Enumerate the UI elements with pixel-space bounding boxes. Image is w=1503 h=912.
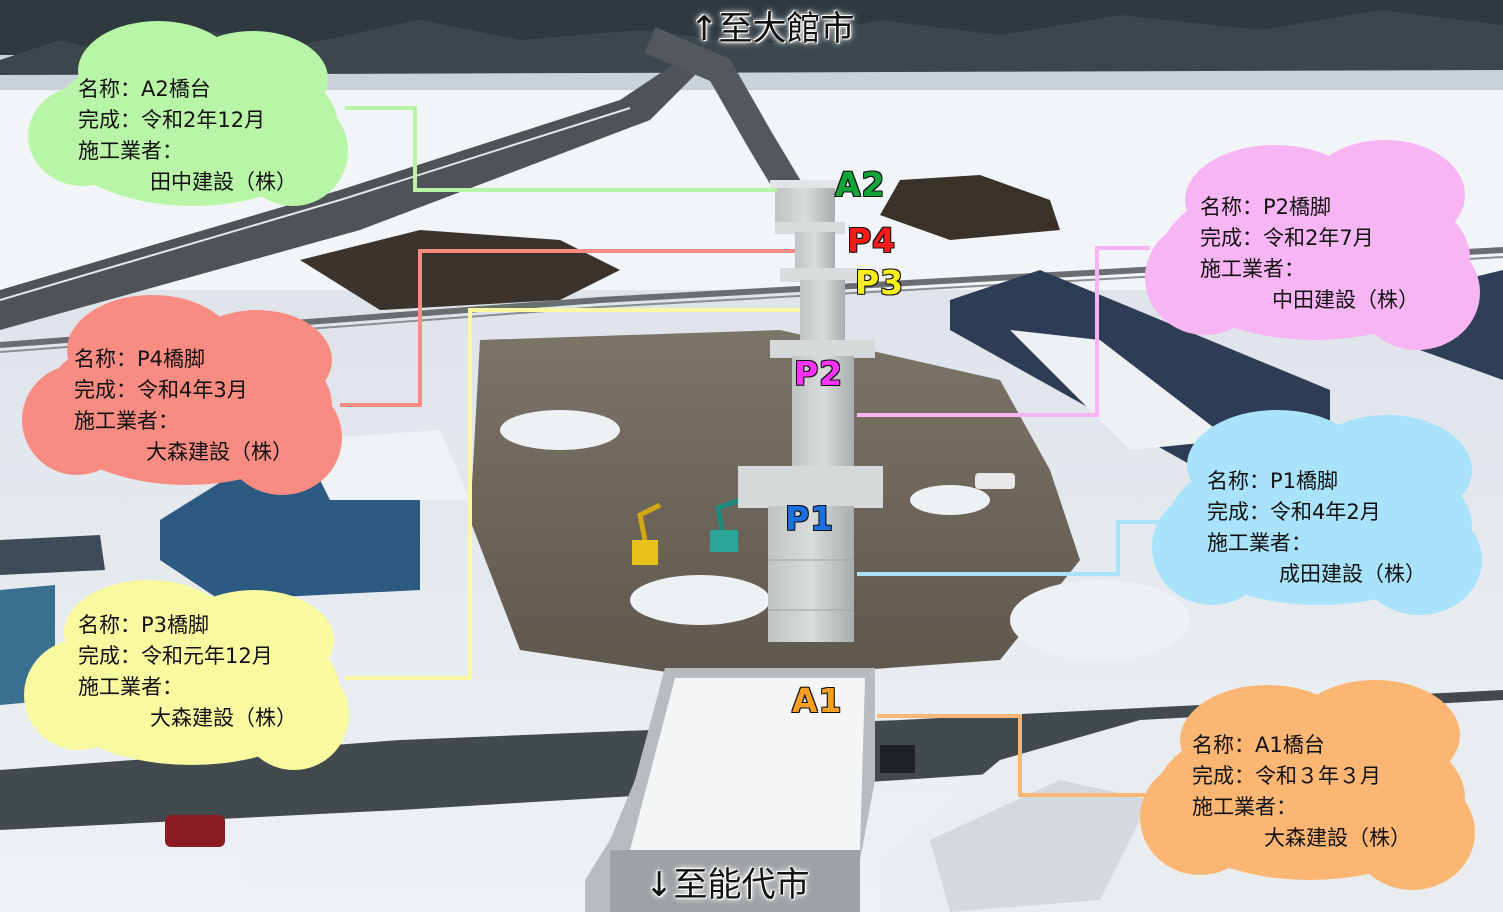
callout-p3: 名称：P3橋脚 完成：令和元年12月 施工業者： 大森建設（株） [24, 580, 349, 775]
callout-p1-completed: 完成：令和4年2月 [1207, 500, 1381, 524]
pier-label-p2: P2 [793, 354, 844, 393]
callout-p4: 名称：P4橋脚 完成：令和4年3月 施工業者： 大森建設（株） [22, 290, 342, 500]
pier-label-p3: P3 [854, 263, 905, 302]
pier-label-p1: P1 [784, 499, 835, 538]
callout-p3-builder: 大森建設（株） [150, 706, 297, 730]
callout-a1-builder: 大森建設（株） [1264, 826, 1411, 850]
callout-p2-completed: 完成：令和2年7月 [1200, 226, 1374, 250]
callout-p1-builder-label: 施工業者： [1207, 531, 1312, 555]
callout-p4-builder: 大森建設（株） [146, 440, 293, 464]
callout-p1: 名称：P1橋脚 完成：令和4年2月 施工業者： 成田建設（株） [1152, 410, 1482, 620]
pier-label-p4: P4 [846, 221, 897, 260]
pier-label-a2: A2 [834, 165, 886, 204]
callout-p4-name: 名称：P4橋脚 [74, 347, 206, 371]
callout-a1-builder-label: 施工業者： [1192, 795, 1297, 819]
callout-p2: 名称：P2橋脚 完成：令和2年7月 施工業者： 中田建設（株） [1145, 140, 1480, 355]
callout-p3-builder-label: 施工業者： [78, 675, 183, 699]
callout-p1-builder: 成田建設（株） [1279, 562, 1426, 586]
callout-p2-builder: 中田建設（株） [1272, 288, 1419, 312]
callout-a2-builder-label: 施工業者： [78, 139, 183, 163]
callout-a2-name: 名称：A2橋台 [78, 77, 211, 101]
callout-p4-completed: 完成：令和4年3月 [74, 378, 248, 402]
callout-a2-completed: 完成：令和2年12月 [78, 108, 266, 132]
callout-a1-name: 名称：A1橋台 [1192, 733, 1325, 757]
callout-p4-builder-label: 施工業者： [74, 409, 179, 433]
callout-a2: 名称：A2橋台 完成：令和2年12月 施工業者： 田中建設（株） [28, 16, 348, 216]
callout-p3-completed: 完成：令和元年12月 [78, 644, 273, 668]
direction-north: ↑至大館市 [690, 9, 855, 49]
callout-p2-name: 名称：P2橋脚 [1200, 195, 1332, 219]
callout-p3-name: 名称：P3橋脚 [78, 613, 210, 637]
callout-p1-name: 名称：P1橋脚 [1207, 469, 1339, 493]
callout-a1-completed: 完成：令和３年３月 [1192, 764, 1381, 788]
callout-p2-builder-label: 施工業者： [1200, 257, 1305, 281]
pier-label-a1: A1 [791, 681, 843, 720]
callout-a1: 名称：A1橋台 完成：令和３年３月 施工業者： 大森建設（株） [1140, 680, 1475, 895]
callout-a2-builder: 田中建設（株） [150, 170, 297, 194]
direction-south: ↓至能代市 [645, 865, 810, 905]
